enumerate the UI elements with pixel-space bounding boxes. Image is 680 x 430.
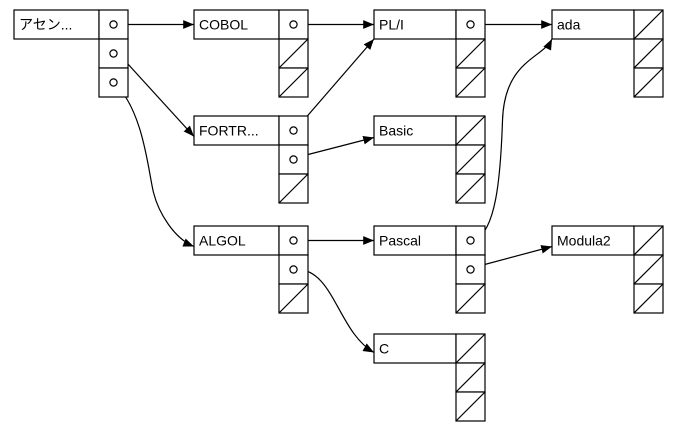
null-pointer-slash bbox=[455, 333, 486, 364]
edge-assembly-to-algol bbox=[116, 85, 195, 248]
node-basic: Basic bbox=[373, 115, 486, 204]
null-pointer-slash bbox=[455, 38, 486, 69]
null-pointer-slash bbox=[633, 38, 664, 69]
pointer-origin-dot bbox=[466, 236, 475, 245]
node-assembly: アセン... bbox=[13, 9, 129, 98]
node-label: PL/I bbox=[379, 17, 404, 33]
null-pointer-slash bbox=[455, 391, 486, 422]
pointer-origin-dot bbox=[109, 49, 118, 58]
node-label-box bbox=[373, 115, 457, 146]
node-c: C bbox=[373, 333, 486, 422]
null-pointer-slash bbox=[278, 173, 309, 204]
node-cobol: COBOL bbox=[193, 9, 309, 98]
node-label-box bbox=[373, 333, 457, 364]
node-label-box bbox=[13, 9, 100, 40]
edge-pascal-to-modula2 bbox=[473, 245, 553, 269]
null-pointer-slash bbox=[278, 283, 309, 314]
edge-algol-to-c bbox=[297, 268, 375, 354]
pointer-origin-dot bbox=[289, 155, 298, 164]
node-modula2: Modula2 bbox=[551, 225, 664, 314]
pointer-origin-dot bbox=[466, 265, 475, 274]
node-label-box bbox=[193, 115, 280, 146]
edge-fortran-to-basic bbox=[296, 136, 375, 159]
node-label: FORTR... bbox=[199, 123, 259, 139]
node-label: Modula2 bbox=[557, 233, 611, 249]
dots-layer bbox=[109, 20, 475, 274]
node-label: Pascal bbox=[379, 233, 421, 249]
null-pointer-slash bbox=[455, 362, 486, 393]
pointer-origin-dot bbox=[109, 78, 118, 87]
null-pointer-slash bbox=[455, 283, 486, 314]
node-ada: ada bbox=[551, 9, 664, 98]
pointer-origin-dot bbox=[466, 20, 475, 29]
null-pointer-slash bbox=[278, 38, 309, 69]
node-label: ALGOL bbox=[199, 233, 246, 249]
edge-pascal-to-ada bbox=[474, 38, 553, 242]
null-pointer-slash bbox=[633, 9, 664, 40]
node-label: C bbox=[379, 341, 389, 357]
node-algol: ALGOL bbox=[193, 225, 309, 314]
pointer-origin-dot bbox=[289, 20, 298, 29]
null-pointer-slash bbox=[633, 67, 664, 98]
pointer-origin-dot bbox=[289, 236, 298, 245]
node-label: アセン... bbox=[19, 17, 72, 33]
edge-fortran-to-pli bbox=[296, 38, 375, 129]
node-label: Basic bbox=[379, 123, 413, 139]
pointer-cell bbox=[278, 254, 309, 285]
node-label: ada bbox=[557, 17, 581, 33]
edge-assembly-to-fortran bbox=[116, 51, 195, 137]
pointer-origin-dot bbox=[289, 126, 298, 135]
null-pointer-slash bbox=[455, 115, 486, 146]
null-pointer-slash bbox=[455, 173, 486, 204]
null-pointer-slash bbox=[278, 67, 309, 98]
pointer-origin-dot bbox=[289, 265, 298, 274]
null-pointer-slash bbox=[455, 67, 486, 98]
node-pli: PL/I bbox=[373, 9, 486, 98]
null-pointer-slash bbox=[455, 144, 486, 175]
node-label: COBOL bbox=[199, 17, 248, 33]
node-fortran: FORTR... bbox=[193, 115, 309, 204]
pointer-origin-dot bbox=[109, 20, 118, 29]
null-pointer-slash bbox=[633, 283, 664, 314]
null-pointer-slash bbox=[633, 254, 664, 285]
node-label-box bbox=[373, 9, 457, 40]
edges-layer bbox=[116, 20, 553, 354]
null-pointer-slash bbox=[633, 225, 664, 256]
node-label-box bbox=[193, 225, 280, 256]
